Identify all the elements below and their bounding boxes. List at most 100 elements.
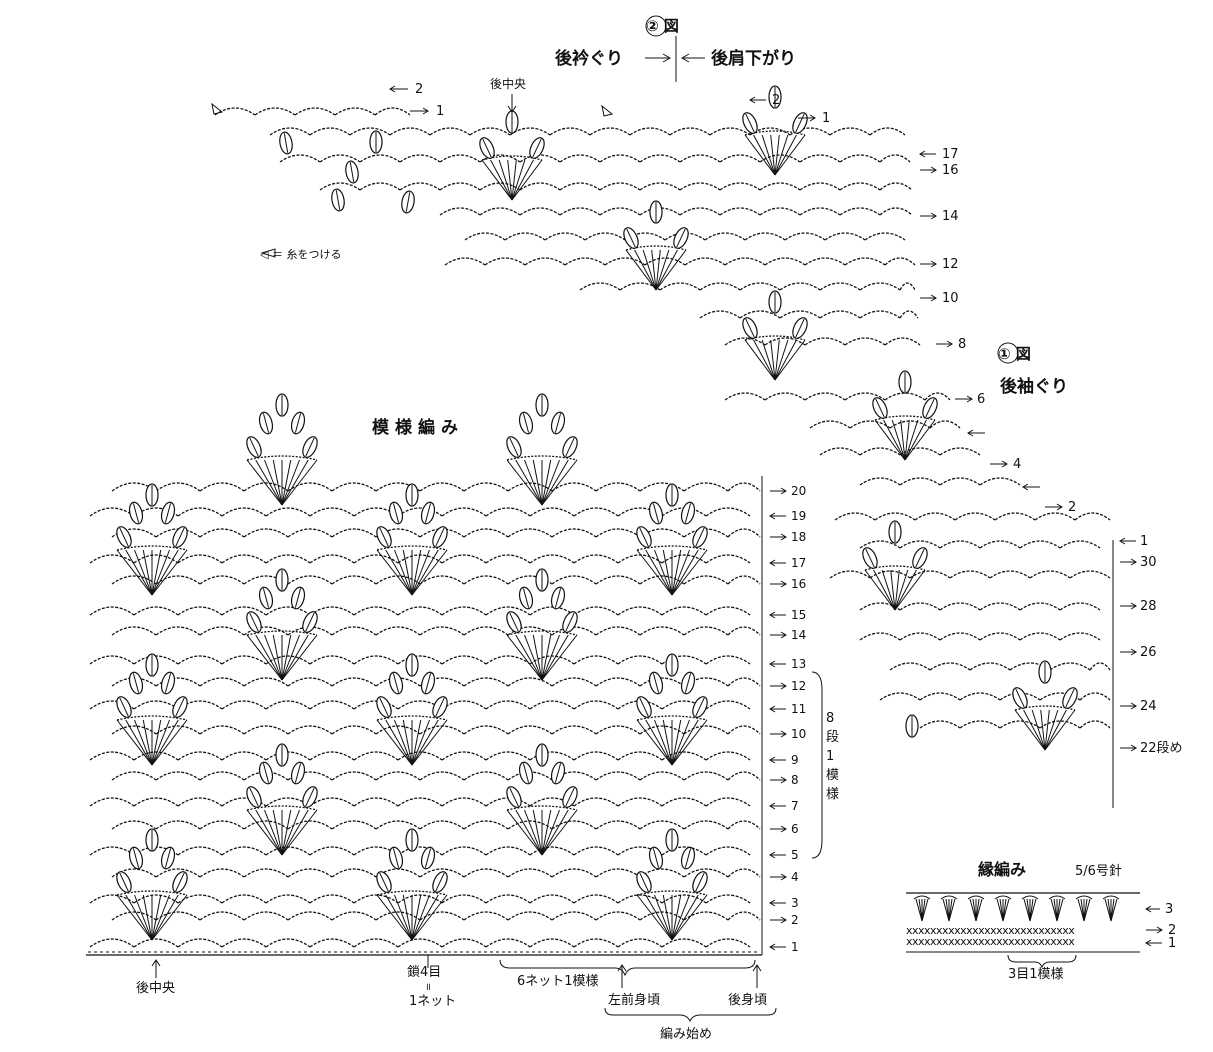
treble-stitch [125, 894, 153, 941]
chain-arch [177, 751, 223, 761]
chain-arch [727, 771, 761, 781]
chain-arch [573, 938, 619, 948]
arrow-left-icon [769, 512, 786, 520]
chain-arch [617, 606, 663, 616]
row-label: 9 [791, 753, 799, 767]
treble-stitch [625, 249, 657, 291]
chain-arch [719, 182, 761, 191]
chain-arch [199, 911, 245, 921]
chain-arch [559, 154, 601, 163]
chain-arch [979, 632, 1021, 641]
chain-arch [779, 310, 821, 319]
chain-arch [595, 725, 641, 735]
chain-arch [629, 127, 671, 136]
treble-stitch [770, 339, 776, 381]
chain-arch [1059, 540, 1101, 549]
edging-stitch [975, 898, 983, 922]
chain-arch [1019, 602, 1061, 611]
chain-arch [111, 868, 157, 878]
chain-arch [799, 182, 841, 191]
chain-arch [639, 528, 685, 538]
fan-top [636, 715, 708, 721]
repeat-note-char: 様 [826, 787, 839, 802]
treble-stitch [151, 549, 170, 596]
treble-stitch [281, 809, 318, 856]
treble-stitch [281, 634, 309, 681]
chain-arch [485, 606, 531, 616]
treble-stitch [634, 249, 657, 291]
chain-arch [551, 820, 597, 830]
chain-arch [724, 392, 766, 401]
arrow-right-icon [770, 580, 787, 588]
puff-stitch-line [652, 673, 660, 693]
chain-arch [265, 606, 311, 616]
edging-stitch [1029, 898, 1037, 922]
treble-stitch [376, 719, 413, 766]
chain-arch [269, 127, 311, 136]
treble-stitch [402, 719, 413, 766]
chain-arch [683, 575, 729, 585]
edging-shell-top [994, 895, 1012, 900]
chain-arch [1079, 720, 1111, 729]
puff-stitch-line [435, 527, 445, 547]
chain-arch [699, 310, 741, 319]
puff-stitch-line [652, 848, 660, 868]
row-label: 1 [822, 111, 830, 126]
treble-stitch [671, 894, 682, 941]
repeat-note-char: 段 [826, 730, 839, 745]
treble-stitch [774, 339, 789, 381]
chain-arch [661, 938, 707, 948]
chain-arch [661, 797, 707, 807]
treble-stitch [1044, 709, 1050, 751]
chain-arch [929, 420, 961, 429]
chain-arch [463, 771, 509, 781]
puff-stitch-line [1015, 688, 1025, 708]
chain-arch [799, 207, 841, 216]
treble-stitch [904, 419, 936, 461]
chain-arch [617, 751, 663, 761]
chain-arch [764, 392, 806, 401]
repeat-note-char: 模 [826, 768, 839, 783]
chain-arch [705, 751, 751, 761]
chain-arch [799, 154, 841, 163]
chain-arch [309, 655, 355, 665]
treble-stitch [506, 459, 543, 506]
chain-arch [133, 894, 179, 904]
arrow-right-icon [1120, 648, 1137, 656]
chain-arch [485, 655, 531, 665]
chain-arch [309, 554, 355, 564]
chain-arch [939, 602, 981, 611]
chain-arch [809, 420, 851, 429]
treble-stitch [246, 809, 283, 856]
chain-arch [419, 911, 465, 921]
puff-stitch-line [565, 787, 575, 807]
row-label: 1 [791, 940, 799, 954]
chain-arch [507, 626, 553, 636]
chain-arch [727, 911, 761, 921]
puff-stitch-line [294, 763, 302, 783]
center-back-label: 後中央 [490, 76, 526, 91]
chain-arch [661, 655, 707, 665]
chain-arch [661, 606, 707, 616]
chain-arch [661, 846, 707, 856]
chain-arch [375, 725, 421, 735]
center-back-bottom-label: 後中央 [136, 981, 175, 996]
treble-stitch [151, 894, 170, 941]
chain-arch [89, 797, 135, 807]
chain-arch [724, 257, 766, 266]
attach-yarn-icon [211, 102, 224, 115]
arrow-left-icon [769, 756, 786, 764]
treble-stitch [541, 809, 578, 856]
row-label: 28 [1140, 599, 1157, 614]
row-label: 17 [942, 147, 959, 162]
chain-arch [375, 771, 421, 781]
chain-arch [155, 575, 201, 585]
treble-stitch [894, 569, 917, 611]
arrow-left-icon [1022, 483, 1040, 491]
puff-stitch-line [305, 437, 315, 457]
chain-arch [319, 182, 361, 191]
arrow-right-icon [936, 340, 953, 348]
treble-stitch [411, 549, 448, 596]
chain-arch [353, 751, 399, 761]
